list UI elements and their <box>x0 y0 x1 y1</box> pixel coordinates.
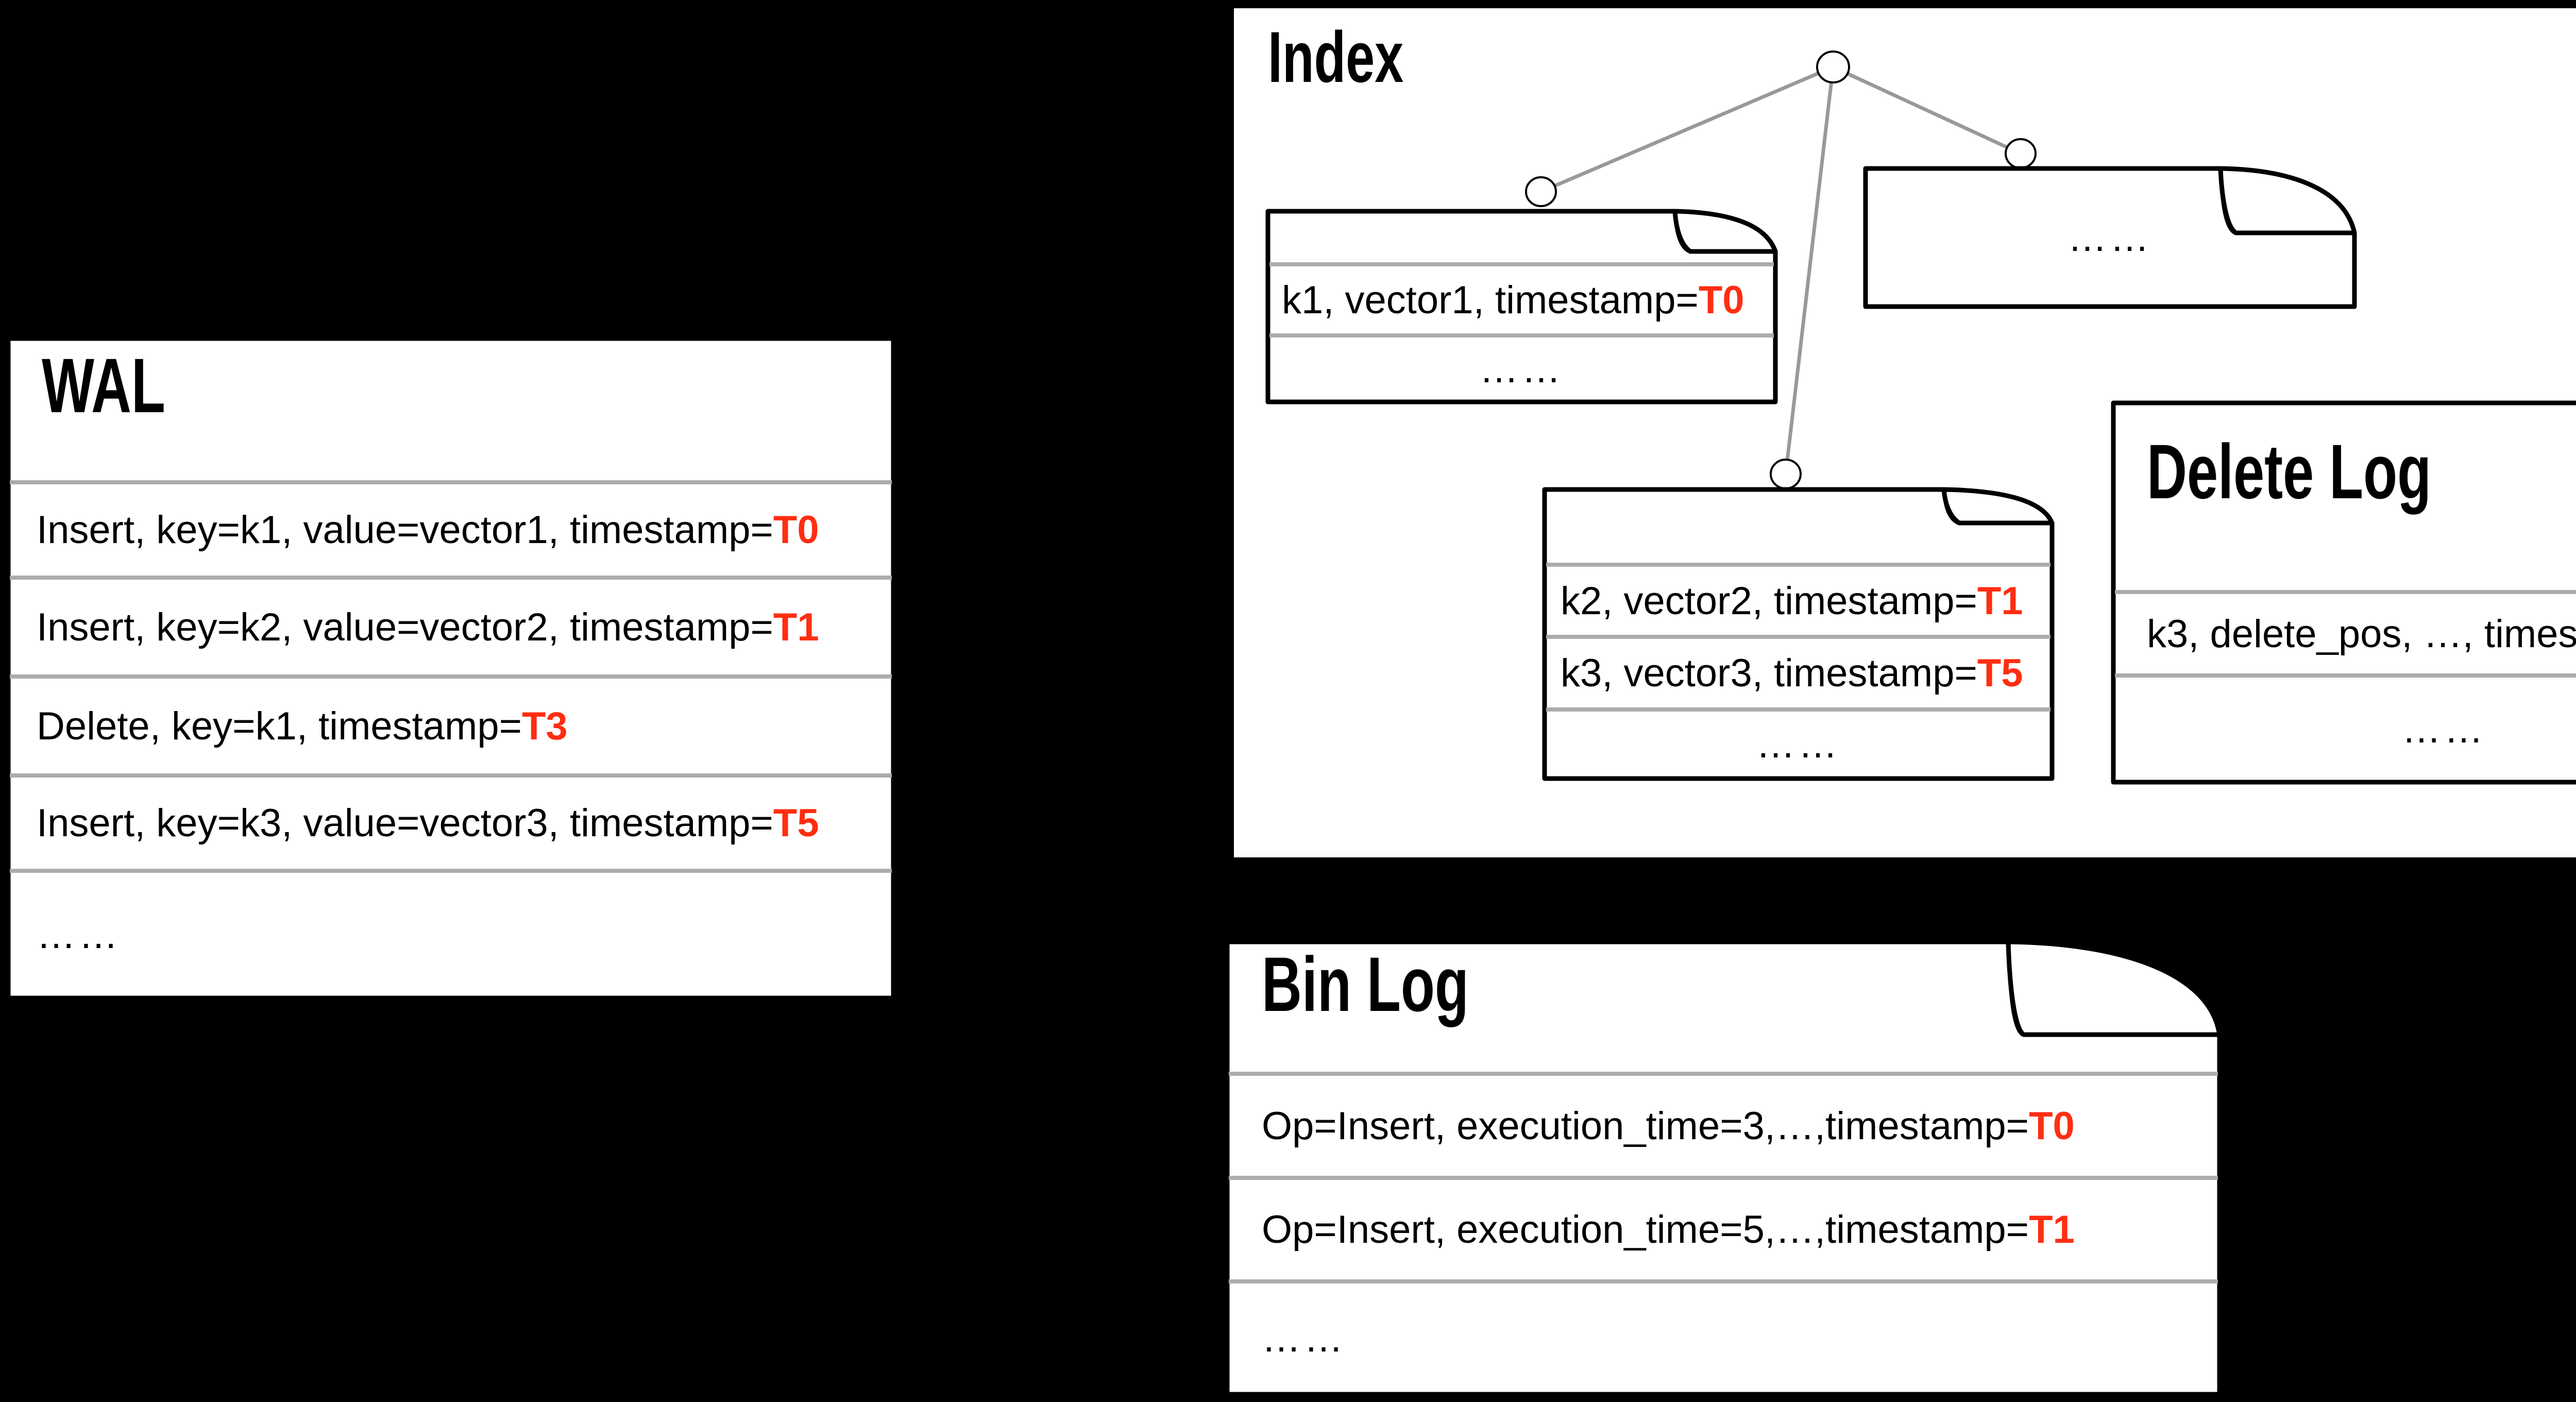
tree-edge <box>1832 65 2022 156</box>
document-outline <box>1863 166 2357 309</box>
wal-title-band: WAL <box>10 340 892 480</box>
tree-edge <box>1784 66 1835 475</box>
delete-log-title: Delete Log <box>2147 428 2432 515</box>
ellipsis-text: …… <box>2402 707 2486 751</box>
entry-text: Op=Insert, execution_time=5,…,timestamp= <box>1262 1208 2029 1252</box>
timestamp-highlight: T5 <box>773 801 819 845</box>
wal-log-entry: Insert, key=k2, value=vector2, timestamp… <box>10 576 892 674</box>
segment-header <box>1546 491 2050 563</box>
tree-root-node-icon <box>1816 50 1850 83</box>
timestamp-highlight: T1 <box>1977 579 2023 623</box>
tree-edge <box>1540 65 1834 194</box>
ellipsis-row: …… <box>1867 170 2353 305</box>
delete-log-body: Delete Log k3, delete_pos, …, timestamp=… <box>2115 404 2576 781</box>
ellipsis-row: …… <box>1546 707 2050 777</box>
bin-log-entry: Op=Insert, execution_time=3,…,timestamp=… <box>1229 1072 2218 1176</box>
index-segment-middle: k2, vector2, timestamp=T1 k3, vector3, t… <box>1542 487 2055 781</box>
ellipsis-text: …… <box>2067 215 2153 260</box>
ellipsis-text: …… <box>1262 1316 1346 1360</box>
document-outline <box>1265 209 1778 404</box>
segment-entry: k2, vector2, timestamp=T1 <box>1546 563 2050 635</box>
index-panel: Index k1, vector1, timestamp=T0 …… <box>1234 8 2576 857</box>
entry-text: k2, vector2, timestamp= <box>1561 579 1977 623</box>
timestamp-highlight: T3 <box>521 704 568 748</box>
wal-log-entry: Delete, key=k1, timestamp=T3 <box>10 674 892 773</box>
entry-text: k1, vector1, timestamp= <box>1282 278 1699 322</box>
document-outline <box>1542 487 2055 781</box>
index-segment-right: …… <box>1863 166 2357 309</box>
segment-body: …… <box>1867 170 2353 305</box>
timestamp-highlight: T5 <box>1977 651 2023 695</box>
entry-text: k3, delete_pos, …, timestamp= <box>2147 612 2576 656</box>
ellipsis-row: …… <box>2115 673 2576 781</box>
wal-document: WAL Insert, key=k1, value=vector1, times… <box>6 336 896 1001</box>
wal-log-entry: Insert, key=k1, value=vector1, timestamp… <box>10 480 892 576</box>
ellipsis-row: …… <box>1269 333 1774 400</box>
tree-node-icon <box>1770 459 1802 489</box>
segment-body: k2, vector2, timestamp=T1 k3, vector3, t… <box>1546 491 2050 777</box>
ellipsis-row: …… <box>1229 1279 2218 1393</box>
bin-log-body: Bin Log Op=Insert, execution_time=3,…,ti… <box>1229 943 2218 1393</box>
log-entry-text: Insert, key=k1, value=vector1, timestamp… <box>37 508 773 552</box>
page-curl-icon <box>2006 939 2222 1037</box>
ellipsis-text: …… <box>37 913 121 957</box>
bin-log-document: Bin Log Op=Insert, execution_time=3,…,ti… <box>1225 939 2222 1397</box>
log-entry-text: Insert, key=k2, value=vector2, timestamp… <box>37 605 773 649</box>
delete-log-entry: k3, delete_pos, …, timestamp=T3 <box>2115 590 2576 673</box>
page-curl-icon <box>2218 166 2357 235</box>
wal-title: WAL <box>42 342 165 429</box>
timestamp-highlight: T1 <box>773 605 819 649</box>
tree-node-icon <box>2005 138 2037 169</box>
timestamp-highlight: T0 <box>773 508 819 552</box>
ellipsis-row: …… <box>10 869 892 996</box>
delete-log-title-band: Delete Log <box>2115 404 2576 590</box>
delete-log-document: Delete Log k3, delete_pos, …, timestamp=… <box>2111 400 2576 785</box>
timestamp-highlight: T0 <box>2029 1104 2075 1148</box>
tree-node-icon <box>1525 176 1557 207</box>
ellipsis-text: …… <box>1756 722 1841 766</box>
index-title: Index <box>1268 16 1404 97</box>
log-entry-text: Insert, key=k3, value=vector3, timestamp… <box>37 801 773 845</box>
index-segment-left: k1, vector1, timestamp=T0 …… <box>1265 209 1778 404</box>
entry-text: k3, vector3, timestamp= <box>1561 651 1977 695</box>
ellipsis-text: …… <box>1479 347 1564 391</box>
segment-entry: k3, vector3, timestamp=T5 <box>1546 635 2050 707</box>
bin-log-title: Bin Log <box>1262 941 1469 1027</box>
page-outline <box>6 336 896 1001</box>
segment-header <box>1269 213 1774 262</box>
entry-text: Op=Insert, execution_time=3,…,timestamp= <box>1262 1104 2029 1148</box>
bin-log-entry: Op=Insert, execution_time=5,…,timestamp=… <box>1229 1176 2218 1279</box>
bin-log-title-band: Bin Log <box>1229 943 2218 1072</box>
page-curl-icon <box>1941 487 2055 526</box>
log-entry-text: Delete, key=k1, timestamp= <box>37 704 522 748</box>
page-curl-icon <box>1672 209 1778 254</box>
segment-entry: k1, vector1, timestamp=T0 <box>1269 262 1774 333</box>
timestamp-highlight: T1 <box>2029 1208 2075 1252</box>
timestamp-highlight: T0 <box>1698 278 1744 322</box>
wal-log-entry: Insert, key=k3, value=vector3, timestamp… <box>10 773 892 869</box>
index-tree <box>1525 50 2037 489</box>
wal-body: WAL Insert, key=k1, value=vector1, times… <box>10 340 892 996</box>
segment-body: k1, vector1, timestamp=T0 …… <box>1269 213 1774 400</box>
document-outline <box>6 336 896 1001</box>
